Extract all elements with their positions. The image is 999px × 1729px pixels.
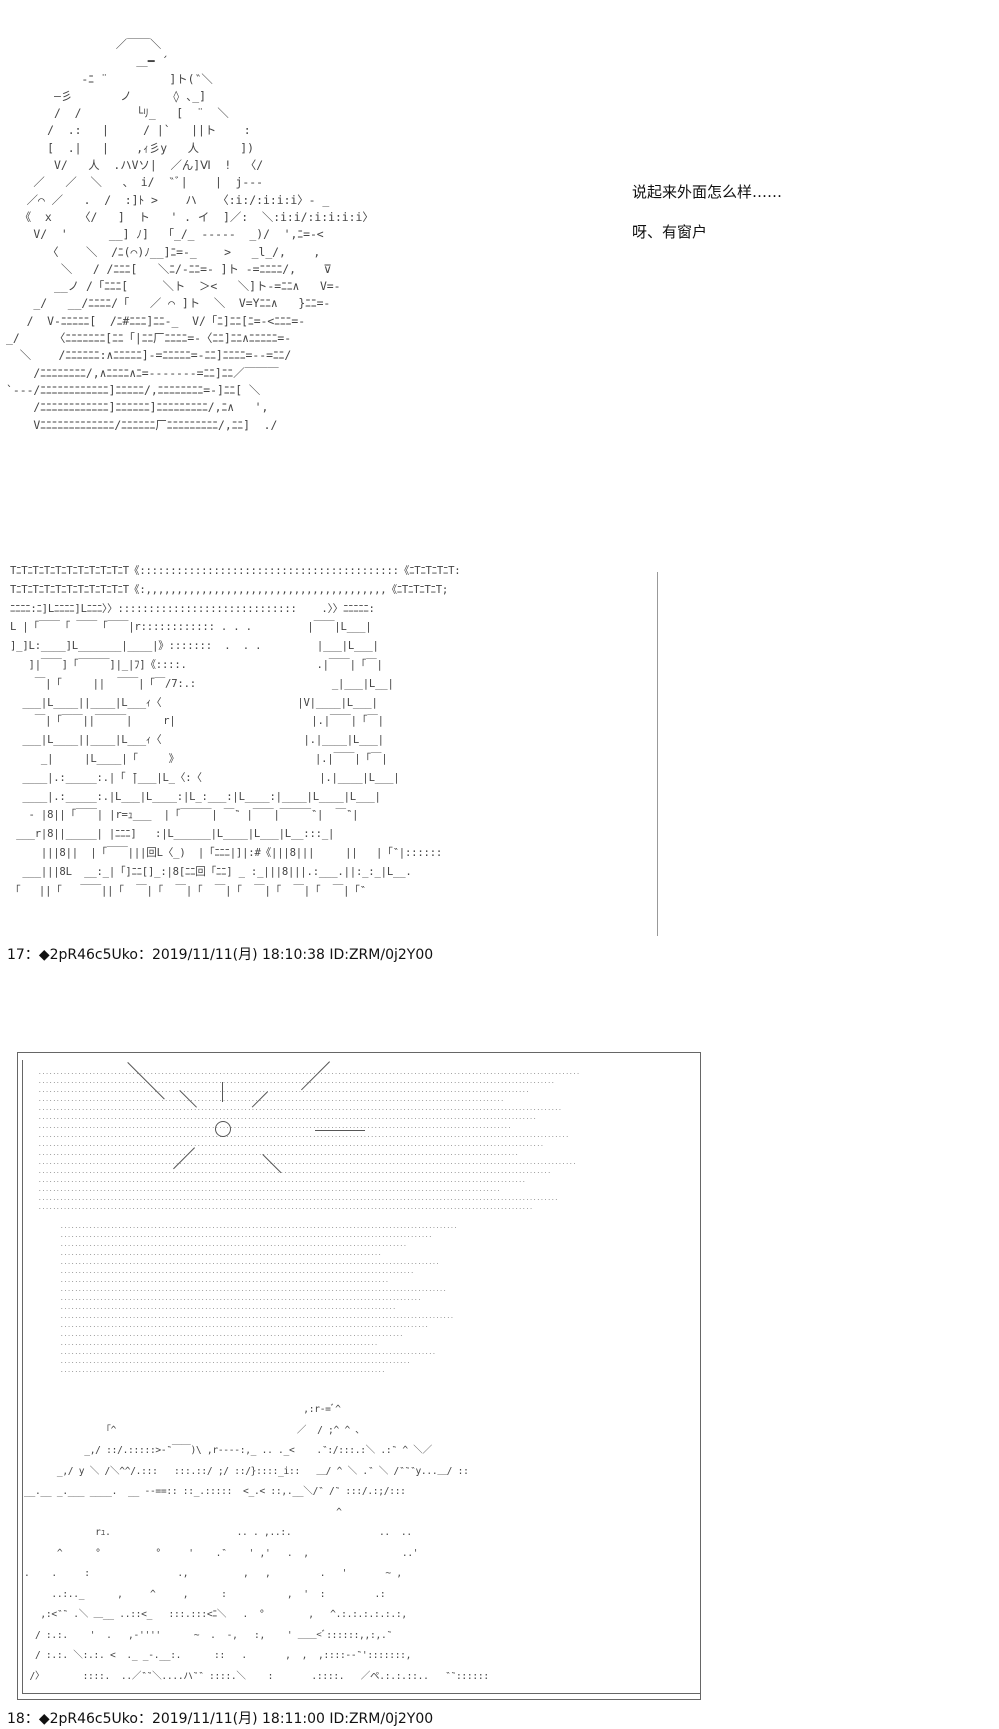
character-art-line: [ .| | ,ｨ彡y 人 ])	[6, 140, 254, 155]
landscape-art-line: ^ ° ° ' .‶ ' ,' . , ..'	[24, 1547, 419, 1559]
landscape-art-line: ｢^ ／ / ;^ ^ ､	[24, 1424, 360, 1436]
window-art-line: ____|.:_____:.|L___|L____:|L_:___:|L____…	[10, 790, 381, 803]
sun-ray	[315, 1130, 365, 1131]
window-art-line: ]_]L:____]L_______|____|》::::::: . . . |…	[10, 640, 379, 653]
mountain-ground-ascii-art: ,:r-=ﾞ^ ｢^ ／ / ;^ ^ ､ _,/ ::/.:::::>-‶￣￣…	[24, 1400, 489, 1687]
window-art-line: ___|||8L __:_|「]ﾆﾆ[]_:|8[ﾆﾆ回「ﾆﾆ] _ :_|||…	[10, 865, 412, 878]
landscape-art-line: ,:r-=ﾞ^	[24, 1404, 341, 1415]
dialogue-line-2: 呀、有窗户	[632, 223, 708, 241]
window-art-line: TﾆTﾆTﾆTﾆTﾆTﾆTﾆTﾆTﾆTﾆT《:,,,,,,,,,,,,,,,,,…	[10, 583, 449, 596]
window-art-line: ___r|8||_____| |ﾆﾆﾆ] :|L______|L____|L__…	[10, 828, 335, 841]
character-art-line: Vﾆﾆﾆﾆﾆﾆﾆﾆﾆﾆﾆﾆﾆ/ﾆﾆﾆﾆﾆﾆ厂ﾆﾆﾆﾆﾆﾆﾆﾆﾆ/,ﾆﾆ] ./	[6, 417, 278, 432]
character-art-line: -ﾆ ¨ ]ト(‶＼	[6, 71, 213, 86]
landscape-art-line: /〉 ::::. ..／‶‶＼....ハ‶‶ ::::.＼ : .::::. ／…	[24, 1670, 489, 1682]
window-art-line: TﾆTﾆTﾆTﾆTﾆTﾆTﾆTﾆTﾆTﾆT《::::::::::::::::::…	[10, 565, 461, 577]
character-art-line: _/ __/ﾆﾆﾆﾆ/「 ／ ⌒ ]ト ＼ V=Yﾆﾆ∧ }ﾆﾆ=-	[6, 296, 331, 311]
dialogue-line-1: 说起来外面怎么样……	[632, 183, 783, 201]
character-art-line: V/ ' __] ﾉ] 「_/_ ----- _)/ ',ﾆ=-<	[6, 227, 324, 242]
window-art-line: 「 ||「 ￣￣||「 ￣|「 ￣|「 ￣|「 ￣|「 ￣|「 ￣|「‶	[10, 884, 366, 897]
window-ascii-art: TﾆTﾆTﾆTﾆTﾆTﾆTﾆTﾆTﾆTﾆT《::::::::::::::::::…	[10, 562, 461, 900]
character-ascii-art: ／￣￣＼ ＿━ ´ -ﾆ ¨ ]ト(‶＼ ―彡 ノ ◊ ､_] / / └ﾘ_ …	[6, 36, 374, 434]
character-art-line: __ノ /「ﾆﾆﾆ[ ＼ト ＞< ＼]ト-=ﾆﾆ∧ V=-	[6, 279, 341, 294]
character-art-line: /ﾆﾆﾆﾆﾆﾆﾆﾆﾆﾆﾆﾆ]ﾆﾆﾆﾆﾆﾆ]ﾆﾆﾆﾆﾆﾆﾆﾆﾆ/,ﾆ∧ ',	[6, 400, 269, 415]
character-art-line: 《 x 〈/ ] ト ' . イ ]／: ＼:i:i/:i:i:i:i〉	[6, 209, 374, 224]
character-art-line: V/ 人 .ハVソ| ／ん]Ⅵ ! 〈/	[6, 158, 264, 173]
post-17-meta: 17：◆2pR46c5Uko：2019/11/11(月) 18:10:38 ID…	[7, 947, 434, 963]
character-art-line: /ﾆﾆﾆﾆﾆﾆﾆﾆ/,∧ﾆﾆﾆﾆ∧ﾆ=-------=ﾆﾆ]ﾆﾆ／￣￣￣	[6, 365, 279, 380]
landscape-art-line: _,/ ::/.:::::>-‶￣￣)\ ,r----:,_ .. ._< .‶…	[24, 1445, 432, 1456]
window-art-line: _| |L____|「 》 |.|￣￣|「￣|	[10, 752, 388, 765]
landscape-inner-border	[22, 1060, 700, 1694]
window-art-line: - |8||「￣￣| |r=ｭ___ |「￣￣￣| ￣‶ |￣￣|￣￣￣‶| ￣…	[10, 809, 359, 822]
character-art-line: ／⌒ ／ . / :]ﾄ > ハ 〈:i:/:i:i:i〉- _	[6, 192, 330, 207]
landscape-art-line: __.__ _.___ ____. __ --==:: ::_.::::: <_…	[24, 1486, 406, 1497]
landscape-art-line: rｭ. .. . ,..:. .. ..	[24, 1527, 412, 1538]
character-art-line: ／ ／ ＼ 、 i/ ‶ﾞ| | j---	[6, 175, 263, 190]
window-art-line: ___|L____||____|L___ｨ〈 |.|____|L___|	[10, 734, 384, 747]
landscape-art-line: ,:<‶‶ .＼ ＿__ ..::<_ :::.:::<ﾆ＼ . ° , ^.:…	[24, 1609, 407, 1620]
post-18-meta: 18：◆2pR46c5Uko：2019/11/11(月) 18:11:00 ID…	[7, 1711, 434, 1727]
window-art-line: ￣|「￣￣||￣￣￣| r| |.|￣￣|「￣|	[10, 715, 384, 728]
character-art-line: ＼ /ﾆﾆﾆﾆﾆﾆ:∧ﾆﾆﾆﾆﾆ]-=ﾆﾆﾆﾆﾆ=-ﾆﾆ]ﾆﾆﾆﾆ=--=ﾆﾆ/	[6, 348, 292, 363]
window-art-line: ____|.:_____:.|「 ̄|___|L_〈:〈 |.|____|L__…	[10, 771, 400, 784]
character-art-line: _/ 〈ﾆﾆﾆﾆﾆﾆﾆ[ﾆﾆ「|ﾆﾆ厂ﾆﾆﾆﾆ=-〈ﾆﾆ]ﾆﾆ∧ﾆﾆﾆﾆﾆ=-	[6, 331, 292, 346]
cloud-dot-pattern: ........................................…	[60, 1223, 458, 1374]
window-art-line: ]|￣￣]「￣￣￣]|_|ﾌ]《::::. .|￣￣|「￣|	[10, 658, 383, 671]
sun-ray	[222, 1082, 223, 1102]
window-art-line: ￣|「 || ￣￣|「￣/7:.: _|___|L__|	[10, 677, 394, 690]
sky-dot-pattern: ........................................…	[38, 1069, 580, 1211]
landscape-art-line: ^	[24, 1506, 342, 1518]
landscape-art-line: ..:.._ , ^ , : , ' : .:	[24, 1588, 386, 1600]
window-art-line: ﾆﾆﾆﾆ:ﾆ]Lﾆﾆﾆﾆ]Lﾆﾆﾆ〉〉:::::::::::::::::::::…	[10, 602, 375, 615]
character-art-line: ＿━ ´	[6, 54, 169, 69]
character-art-line: ／￣￣＼	[6, 37, 162, 51]
landscape-art-line: . . : ., , , . ' ~ ,	[24, 1568, 402, 1579]
window-art-line: |||8|| |「￣￣|||回L〈_) |「ﾆﾆﾆ|]|:#《|||8||| |…	[10, 846, 443, 859]
character-art-line: / V-ﾆﾆﾆﾆﾆ[ /ﾆ#ﾆﾆﾆ]ﾆﾆ-_ V/「ﾆ]ﾆﾆ[ﾆ=-<ﾆﾆﾆ=-	[6, 313, 306, 328]
sun-icon	[215, 1121, 231, 1137]
landscape-art-line: / :.:. ＼:.:. < ._ _-.__:. :: . , , ,::::…	[24, 1650, 412, 1661]
character-art-line: 〈 ＼ /ﾆ(⌒)ﾉ__]ﾆ=-_ > _l_/, ,	[6, 244, 321, 259]
character-art-line: / .: | / |` ||ト :	[6, 123, 251, 138]
character-art-line: `---/ﾆﾆﾆﾆﾆﾆﾆﾆﾆﾆﾆﾆ]ﾆﾆﾆﾆﾆ/,ﾆﾆﾆﾆﾆﾆﾆﾆ=-]ﾆﾆ[ …	[6, 382, 261, 397]
character-art-line: / / └ﾘ_ [ ¨ ＼	[6, 106, 229, 121]
window-art-line: ___|L____||____|L___ｨ〈 |V|____|L___|	[10, 696, 378, 709]
landscape-frame	[17, 1052, 701, 1700]
landscape-art-line: / :.:. ' . ,-'''' ~ . -, :, ' ＿＿<ﾞ::::::…	[24, 1629, 392, 1641]
character-art-line: ＼ / /ﾆﾆﾆ[ ＼ﾆ/-ﾆﾆ=- ]ト -=ﾆﾆﾆﾆ/, ⊽	[6, 261, 332, 276]
window-art-border	[12, 572, 658, 936]
landscape-art-line: _,/ y ＼ /＼^^/.::: :::.::/ ;/ ::/}::::_i:…	[24, 1465, 469, 1477]
character-art-line: ―彡 ノ ◊ ､_]	[6, 88, 206, 103]
window-art-line: L |「￣￣「 ￣￣「￣￣|r:::::::::::: . . . |￣￣|L_…	[10, 621, 372, 634]
